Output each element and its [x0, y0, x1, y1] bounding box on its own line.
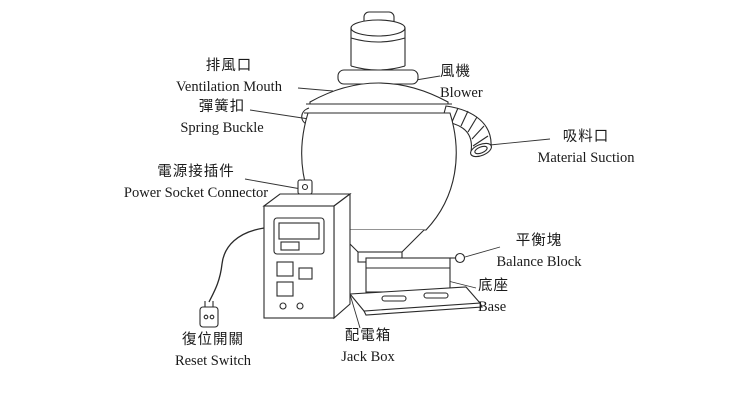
leader-jack-box [348, 290, 361, 329]
label-balance-block: 平衡塊 Balance Block [478, 231, 600, 273]
button-3 [298, 267, 313, 280]
hopper-lid [309, 82, 449, 105]
label-spring-buckle-zh: 彈簧扣 [198, 99, 246, 115]
leader-spring-buckle [249, 109, 310, 120]
label-reset-switch-en: Reset Switch [174, 353, 252, 369]
label-jack-box: 配電箱 Jack Box [330, 326, 406, 368]
jack-box-unit [262, 192, 352, 320]
label-power-socket-connector: 電源接插件 Power Socket Connector [112, 162, 280, 204]
power-socket-part [297, 179, 313, 195]
label-spring-buckle: 彈簧扣 Spring Buckle [168, 97, 276, 139]
leader-balance-block [464, 246, 501, 258]
label-blower: 風機 Blower [440, 62, 530, 104]
leader-material-suction [489, 138, 551, 146]
indicator-1 [279, 302, 287, 310]
label-reset-switch-zh: 復位開關 [182, 332, 244, 348]
label-material-suction: 吸料口 Material Suction [523, 127, 649, 169]
indicator-2 [296, 302, 304, 310]
label-ventilation-mouth: 排風口 Ventilation Mouth [155, 56, 303, 98]
power-cord [208, 227, 265, 303]
label-jack-box-en: Jack Box [341, 349, 395, 365]
button-2 [276, 281, 294, 297]
label-base-zh: 底座 [478, 278, 509, 294]
label-base-en: Base [478, 299, 507, 315]
label-power-socket-connector-en: Power Socket Connector [123, 185, 269, 201]
clamp-ring [304, 103, 454, 114]
blower-motor [337, 11, 419, 85]
label-base: 底座 Base [478, 276, 548, 318]
button-1 [276, 261, 294, 277]
label-power-socket-connector-zh: 電源接插件 [157, 164, 235, 180]
label-balance-block-en: Balance Block [496, 254, 582, 270]
label-blower-en: Blower [440, 85, 483, 101]
label-balance-block-zh: 平衡塊 [515, 233, 563, 249]
label-jack-box-zh: 配電箱 [344, 328, 392, 344]
label-material-suction-zh: 吸料口 [562, 129, 610, 145]
label-blower-zh: 風機 [440, 64, 471, 80]
leader-lines [244, 75, 551, 329]
label-ventilation-mouth-zh: 排風口 [205, 58, 253, 74]
label-reset-switch: 復位開關 Reset Switch [163, 330, 263, 372]
base-plate [348, 286, 483, 316]
mount-block [365, 257, 451, 293]
leader-power-socket [244, 178, 302, 190]
label-spring-buckle-en: Spring Buckle [180, 120, 264, 136]
power-plug [199, 301, 219, 328]
leader-ventilation-mouth [297, 87, 334, 92]
label-material-suction-en: Material Suction [537, 150, 635, 166]
suction-hose [441, 105, 492, 158]
label-ventilation-mouth-en: Ventilation Mouth [176, 79, 282, 95]
balance-block-knob [450, 252, 466, 264]
